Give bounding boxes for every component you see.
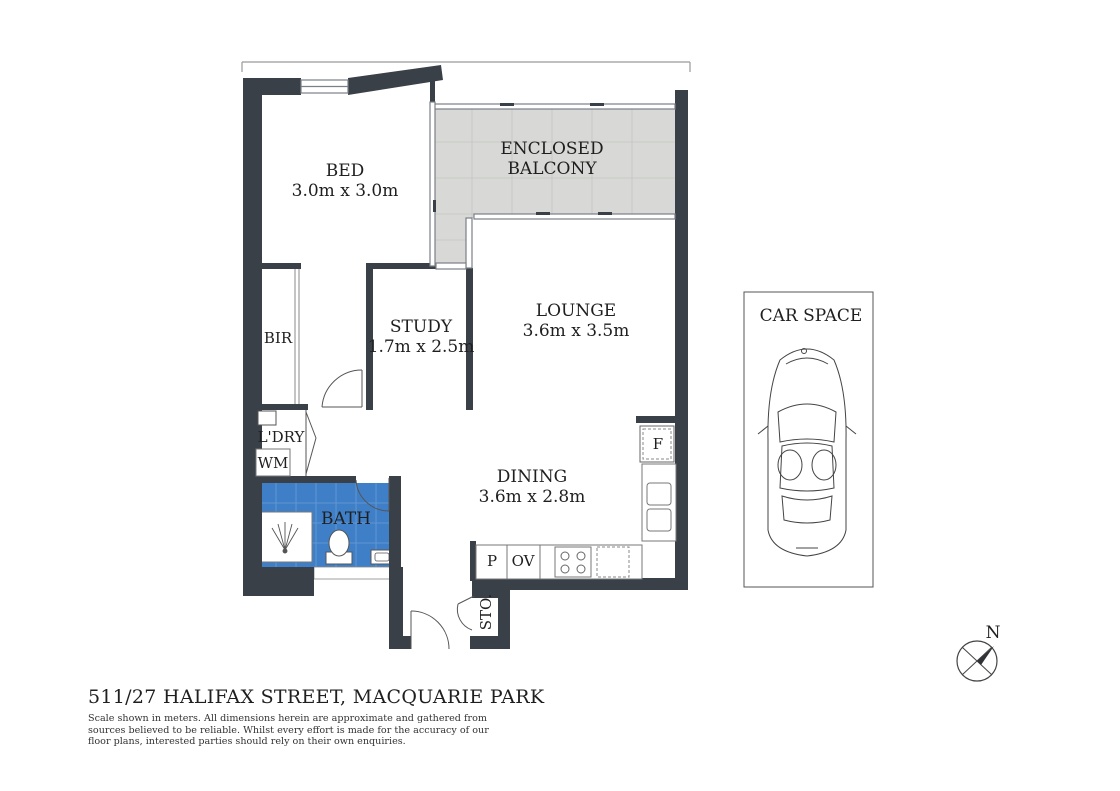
balcony-label-line2: BALCONY — [507, 159, 597, 179]
balcony-outline-ends — [241, 62, 691, 72]
bath-counter — [313, 566, 397, 580]
fridge-outline — [642, 428, 672, 460]
disclaimer-text: Scale shown in meters. All dimensions he… — [88, 713, 489, 747]
balcony-label-line1: ENCLOSED — [500, 139, 603, 159]
laundry-tub — [257, 410, 277, 426]
bed-dimensions: 3.0m x 3.0m — [292, 181, 399, 201]
storage-label: STO. — [477, 594, 495, 630]
basin-icon — [370, 549, 394, 565]
storage-door[interactable] — [456, 595, 475, 631]
compass-north-label: N — [986, 623, 1001, 643]
oven-label: OV — [512, 552, 536, 570]
washing-machine — [255, 448, 291, 477]
entry-door[interactable] — [410, 610, 450, 650]
walls — [243, 65, 688, 649]
dishwasher-outline — [596, 546, 630, 578]
bath-door[interactable] — [355, 478, 390, 512]
lounge-dimensions: 3.6m x 3.5m — [523, 321, 630, 341]
pantry-label: P — [487, 552, 497, 570]
lounge-label: LOUNGE — [536, 301, 616, 321]
windows — [300, 79, 676, 270]
cooktop-icon — [554, 546, 592, 578]
wm-label: WM — [258, 454, 289, 472]
bed-door[interactable] — [321, 369, 363, 408]
window-sliders — [433, 103, 612, 215]
kitchen-sink-icon — [646, 482, 672, 532]
balcony-floor — [432, 108, 675, 266]
fridge-label: F — [653, 435, 663, 453]
compass-icon — [956, 640, 998, 682]
property-address: 511/27 HALIFAX STREET, MACQUARIE PARK — [88, 686, 545, 708]
car-icon — [757, 348, 857, 557]
car-space-label: CAR SPACE — [760, 306, 863, 326]
laundry-label: L'DRY — [258, 428, 306, 446]
bed-label: BED — [326, 161, 365, 181]
dining-label: DINING — [497, 467, 567, 487]
bath-label: BATH — [321, 509, 371, 529]
fridge-space — [639, 425, 675, 463]
bir-label: BIR — [264, 329, 293, 347]
study-dimensions: 1.7m x 2.5m — [368, 337, 475, 357]
study-label: STUDY — [390, 317, 453, 337]
shower-spray-icon — [271, 522, 299, 554]
toilet-icon — [325, 529, 353, 565]
dining-dimensions: 3.6m x 2.8m — [479, 487, 586, 507]
laundry-doors[interactable] — [305, 410, 317, 476]
